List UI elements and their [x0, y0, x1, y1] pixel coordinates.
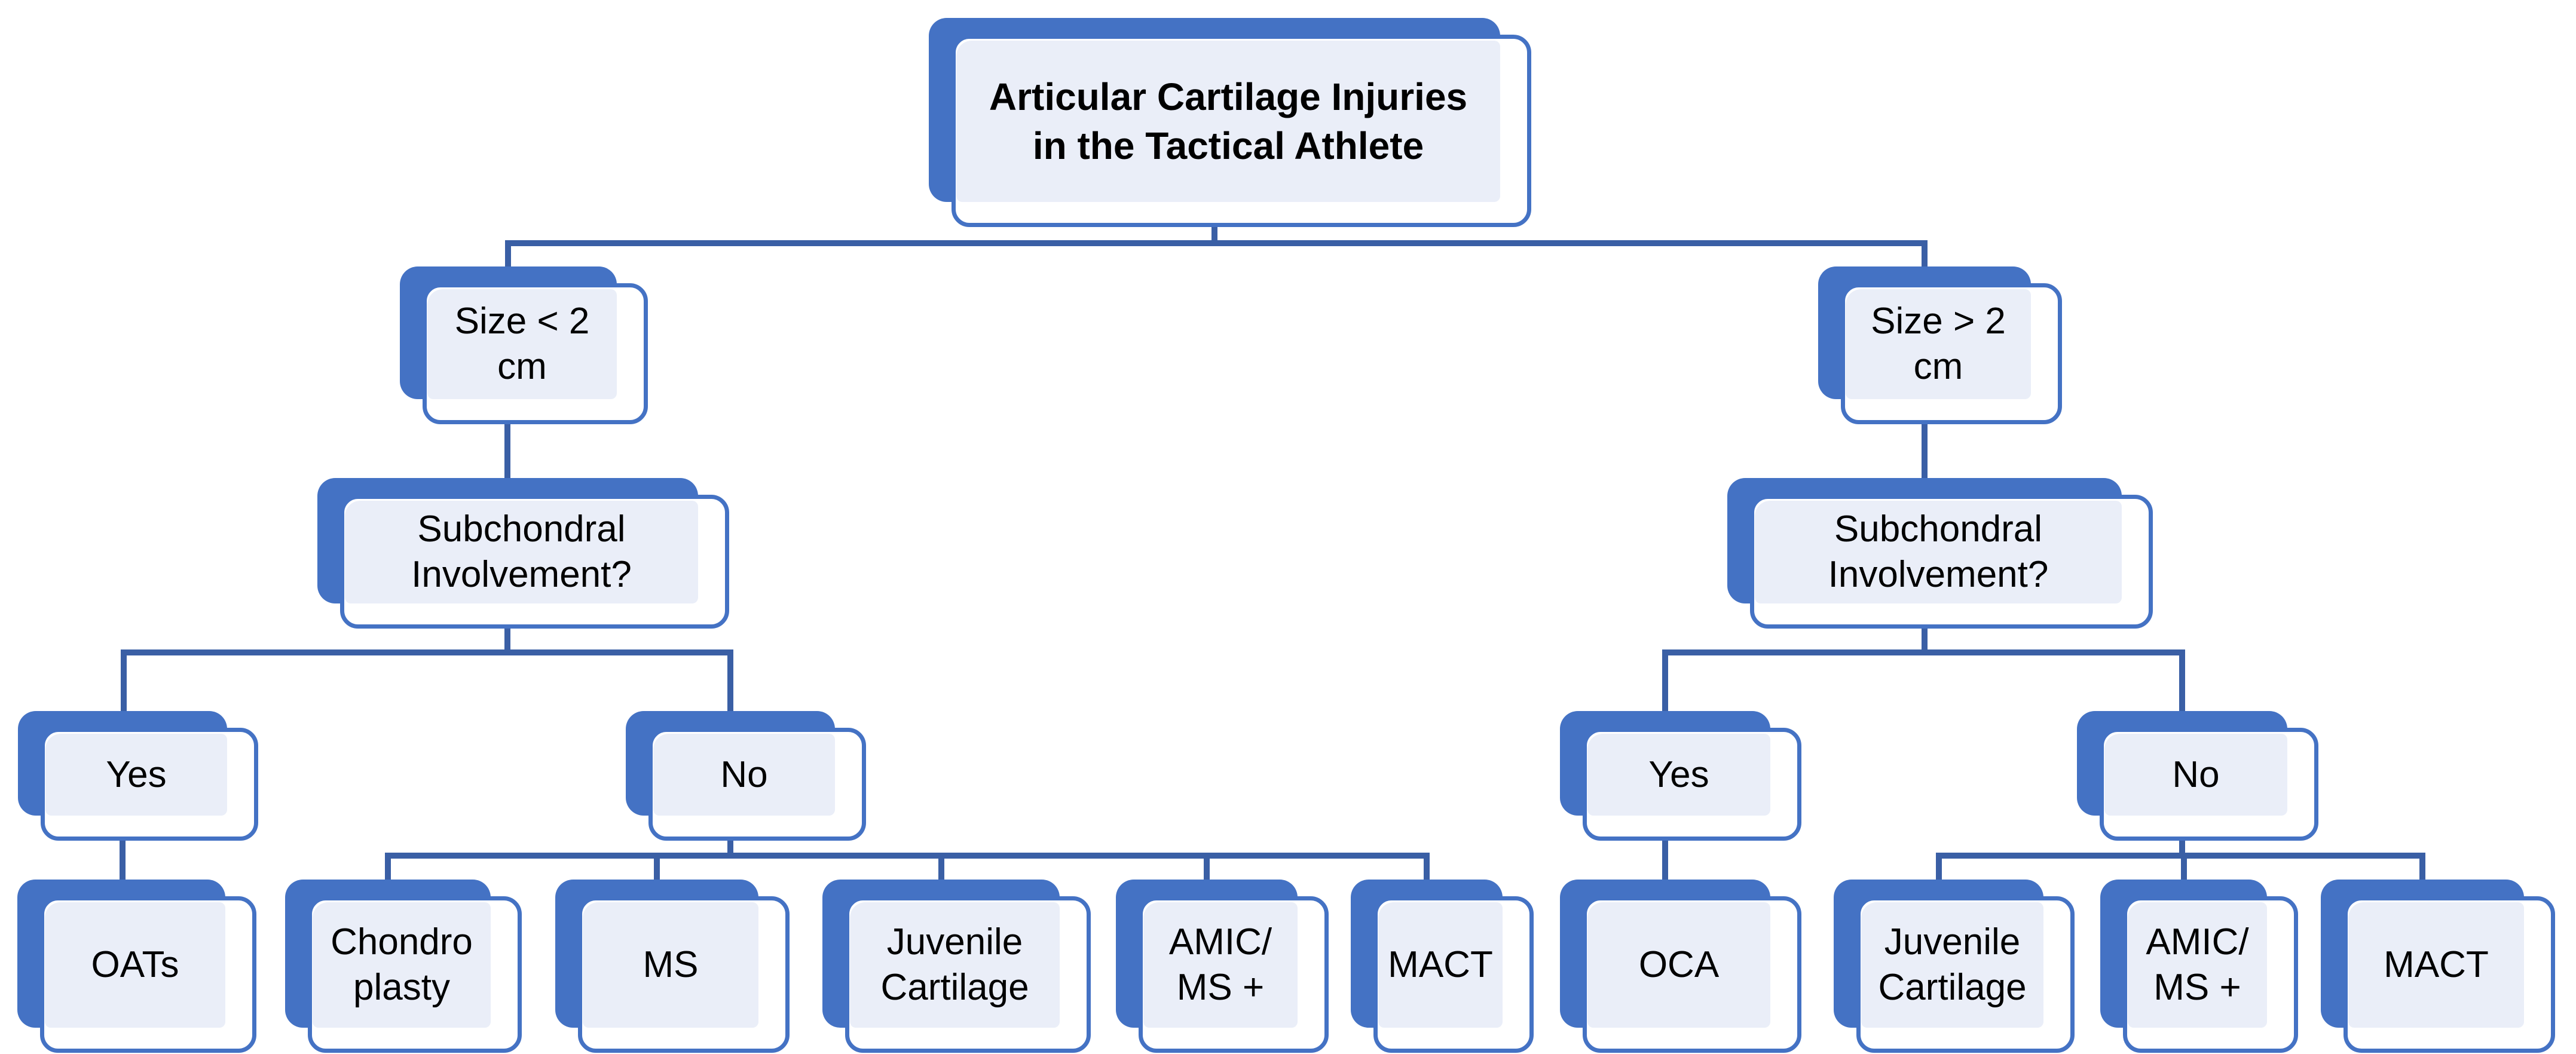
- connector-drop-size-gt2: [1922, 243, 1928, 269]
- connector-drop-size-lt2: [505, 243, 511, 269]
- connector-subright-stem: [1922, 618, 1928, 652]
- node-label: Articular Cartilage Injuries in the Tact…: [956, 41, 1500, 202]
- connector-drop-yes-left: [121, 652, 127, 713]
- label-line: Yes: [106, 753, 167, 795]
- connector-bus-left-yesno: [121, 649, 733, 655]
- label-line: OATs: [91, 944, 179, 985]
- connector-drop-mact-right: [2419, 855, 2425, 881]
- label-line: OCA: [1638, 944, 1720, 985]
- label-line: Articular Cartilage Injuries: [989, 75, 1468, 118]
- node-fill: [1378, 902, 1503, 1028]
- node-label: Juvenile Cartilage: [1861, 902, 2043, 1028]
- label-line: Cartilage: [1878, 967, 2027, 1008]
- node-label: Subchondral Involvement?: [1755, 501, 2122, 603]
- node-fill: [1143, 902, 1298, 1028]
- connector-drop-amic-right: [2181, 855, 2187, 881]
- node-label: AMIC/ MS +: [2128, 902, 2267, 1028]
- label-line: MACT: [2384, 944, 2489, 985]
- label-line: in the Tactical Athlete: [1032, 124, 1424, 167]
- node-label: Juvenile Cartilage: [850, 902, 1060, 1028]
- node-label: MACT: [2348, 902, 2524, 1028]
- connector-drop-mact-left: [1424, 855, 1430, 881]
- node-label: Yes: [1587, 734, 1770, 816]
- node-fill: [583, 902, 758, 1028]
- label-line: Size < 2: [454, 301, 590, 342]
- node-label: AMIC/ MS +: [1143, 902, 1298, 1028]
- connector-drop-yes-right: [1662, 652, 1668, 713]
- node-fill: [2104, 734, 2287, 816]
- connector-noright-stem: [2179, 831, 2185, 856]
- label-line: Juvenile: [886, 921, 1023, 963]
- node-fill: [1587, 734, 1770, 816]
- label-line: AMIC/: [2146, 921, 2249, 963]
- node-fill: [850, 902, 1060, 1028]
- connector-drop-ms: [654, 855, 660, 881]
- connector-bus-right-yesno: [1662, 649, 2185, 655]
- label-line: Yes: [1648, 753, 1709, 795]
- connector-sizelt2-to-sub: [504, 415, 510, 481]
- connector-bus-left-treatments: [385, 853, 1430, 859]
- connector-drop-amic-left: [1204, 855, 1210, 881]
- node-fill: [45, 902, 225, 1028]
- connector-bus-right-treatments: [1936, 853, 2425, 859]
- connector-drop-chondroplasty: [385, 855, 391, 881]
- node-fill: [345, 501, 698, 603]
- node-label: Chondro plasty: [313, 902, 491, 1028]
- node-fill: [653, 734, 835, 816]
- label-line: Chondro: [331, 921, 473, 963]
- node-fill: [1846, 289, 2031, 399]
- label-line: Involvement?: [1828, 554, 2049, 595]
- label-line: cm: [497, 346, 547, 387]
- connector-drop-juvenile-left: [938, 855, 944, 881]
- label-line: MS +: [2153, 967, 2241, 1008]
- connector-noleft-stem: [727, 831, 733, 856]
- node-fill: [1587, 902, 1770, 1028]
- connector-drop-no-left: [727, 652, 733, 713]
- node-label: Yes: [45, 734, 227, 816]
- node-label: OATs: [45, 902, 225, 1028]
- label-line: Juvenile: [1884, 921, 2021, 963]
- node-label: MS: [583, 902, 758, 1028]
- node-fill: [1755, 501, 2122, 603]
- connector-root-stem: [1211, 217, 1217, 243]
- node-fill: [427, 289, 617, 399]
- connector-yesleft-to-oats: [120, 832, 126, 881]
- label-line: No: [720, 753, 768, 795]
- node-label: Subchondral Involvement?: [345, 501, 698, 603]
- node-label: No: [2104, 734, 2287, 816]
- label-line: No: [2172, 753, 2220, 795]
- node-label: Size < 2 cm: [427, 289, 617, 399]
- label-line: MS +: [1176, 967, 1265, 1008]
- connector-yesright-to-oca: [1662, 832, 1668, 881]
- node-fill: [313, 902, 491, 1028]
- connector-drop-juvenile-right: [1936, 855, 1942, 881]
- node-fill: [2128, 902, 2267, 1028]
- label-line: Subchondral: [1834, 508, 2043, 550]
- label-line: Involvement?: [411, 554, 632, 595]
- node-label: No: [653, 734, 835, 816]
- connector-subleft-stem: [504, 618, 510, 652]
- node-label: OCA: [1587, 902, 1770, 1028]
- label-line: plasty: [353, 967, 450, 1008]
- label-line: Cartilage: [880, 967, 1029, 1008]
- connector-sizegt2-to-sub: [1922, 415, 1928, 481]
- node-fill: [2348, 902, 2524, 1028]
- node-label: Size > 2 cm: [1846, 289, 2031, 399]
- connector-drop-no-right: [2179, 652, 2185, 713]
- label-line: MACT: [1388, 944, 1493, 985]
- label-line: MS: [643, 944, 699, 985]
- label-line: Size > 2: [1871, 301, 2006, 342]
- node-label: MACT: [1378, 902, 1503, 1028]
- label-line: AMIC/: [1168, 921, 1272, 963]
- node-fill: [956, 41, 1500, 202]
- label-line: Subchondral: [417, 508, 626, 550]
- node-fill: [1861, 902, 2043, 1028]
- label-line: cm: [1913, 346, 1963, 387]
- connector-bus-level1: [505, 240, 1928, 246]
- node-fill: [45, 734, 227, 816]
